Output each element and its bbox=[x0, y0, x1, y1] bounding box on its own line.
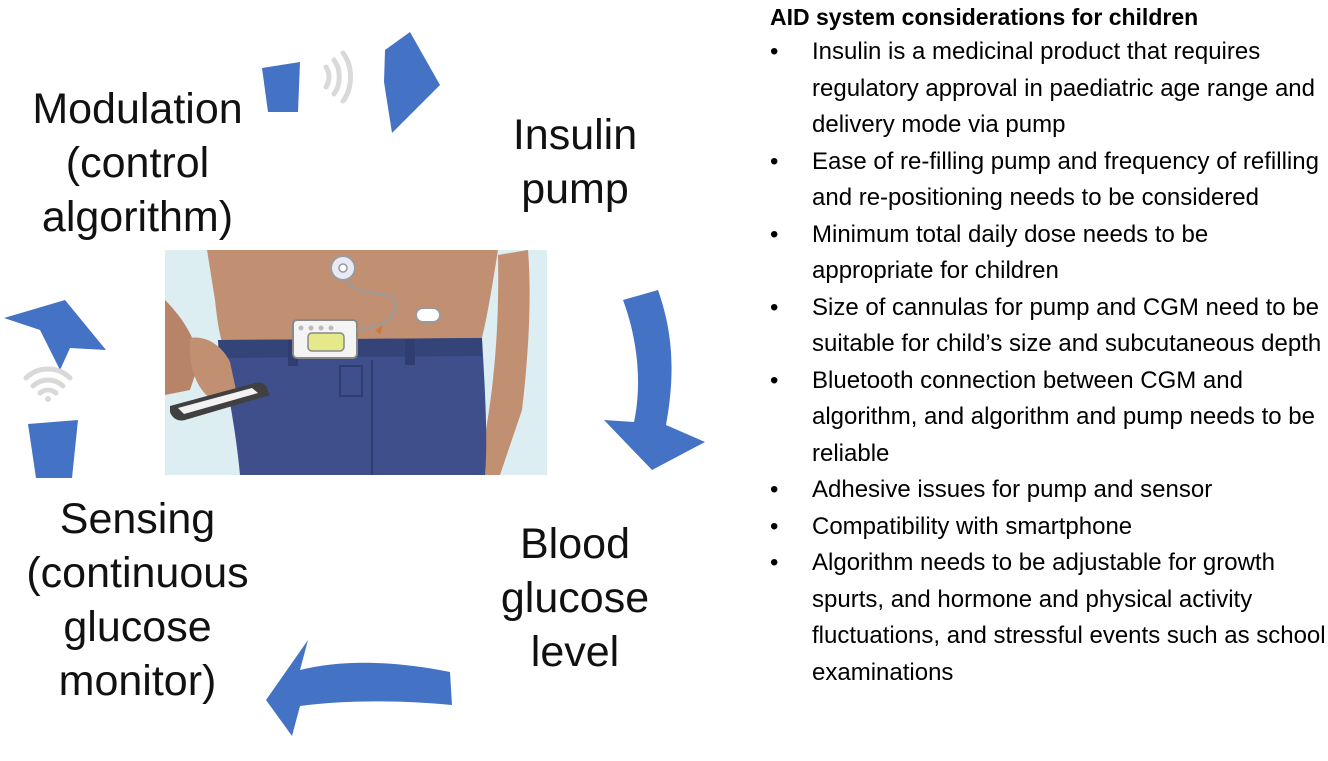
list-item-text: Bluetooth connection between CGM and alg… bbox=[812, 366, 1315, 467]
insulin-pump-icon bbox=[292, 319, 358, 359]
list-item-text: Insulin is a medicinal product that requ… bbox=[812, 38, 1316, 138]
considerations-panel: AID system considerations for children •… bbox=[770, 2, 1328, 691]
bullet-icon: • bbox=[770, 512, 779, 540]
wifi-icon bbox=[23, 366, 73, 402]
considerations-list: • Insulin is a medicinal product that req… bbox=[770, 34, 1328, 691]
cycle-arrow-icon bbox=[262, 32, 440, 133]
bullet-icon: • bbox=[770, 366, 779, 394]
cgm-sensor-icon bbox=[415, 307, 441, 323]
list-item-text: Compatibility with smartphone bbox=[812, 512, 1133, 540]
bullet-icon: • bbox=[770, 38, 779, 65]
aid-system-illustration bbox=[165, 250, 547, 475]
cycle-arrow-icon bbox=[266, 640, 452, 736]
list-item: • Size of cannulas for pump and CGM need … bbox=[770, 290, 1328, 363]
label-blood-glucose: Blood glucose level bbox=[500, 520, 650, 676]
list-item: • Adhesive issues for pump and sensor bbox=[770, 472, 1328, 509]
list-item-text: Ease of re-filling pump and frequency of… bbox=[812, 147, 1319, 212]
list-item: • Bluetooth connection between CGM and al… bbox=[770, 363, 1328, 473]
list-item: • Ease of re-filling pump and frequency o… bbox=[770, 144, 1328, 217]
bullet-icon: • bbox=[770, 293, 779, 321]
cycle-diagram bbox=[4, 32, 705, 736]
label-sensing: Sensing (continuous glucose monitor) bbox=[26, 495, 249, 705]
bullet-icon: • bbox=[770, 147, 779, 175]
cycle-arrow-icon bbox=[604, 290, 705, 470]
list-item: • Minimum total daily dose needs to be ap… bbox=[770, 217, 1328, 290]
panel-title: AID system considerations for children bbox=[770, 4, 1199, 30]
bullet-icon: • bbox=[770, 220, 779, 248]
bullet-icon: • bbox=[770, 549, 779, 576]
list-item: • Insulin is a medicinal product that req… bbox=[770, 34, 1328, 144]
label-insulin-pump: Insulin pump bbox=[512, 111, 638, 213]
list-item: • Compatibility with smartphone bbox=[770, 509, 1328, 546]
list-item-text: Adhesive issues for pump and sensor bbox=[812, 476, 1213, 503]
list-item: • Algorithm needs to be adjustable for gr… bbox=[770, 545, 1328, 691]
label-modulation: Modulation (control algorithm) bbox=[32, 85, 243, 241]
list-item-text: Size of cannulas for pump and CGM need t… bbox=[812, 293, 1322, 358]
bullet-icon: • bbox=[770, 476, 779, 503]
wireless-signal-icon bbox=[323, 50, 353, 104]
smartphone-icon bbox=[170, 382, 270, 421]
cycle-arrow-icon bbox=[4, 300, 106, 478]
list-item-text: Algorithm needs to be adjustable for gro… bbox=[812, 549, 1326, 686]
list-item-text: Minimum total daily dose needs to be app… bbox=[812, 220, 1209, 285]
